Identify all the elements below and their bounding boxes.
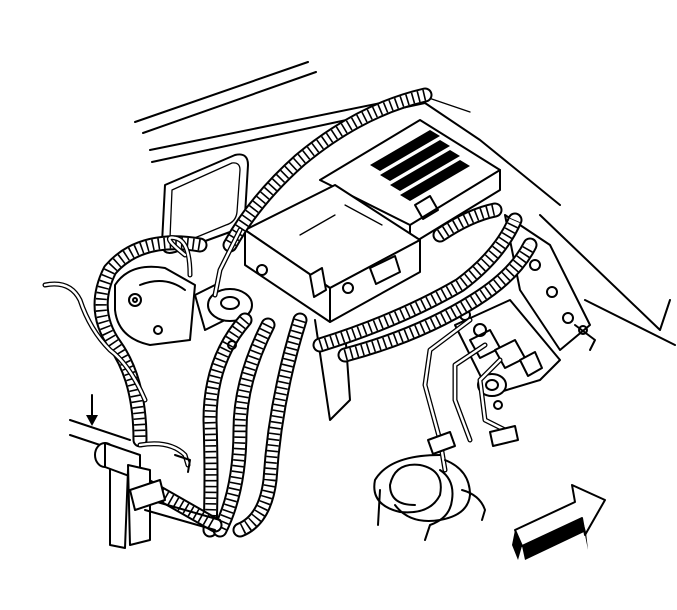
fasteners: [227, 264, 519, 447]
lower-bracket: [69, 419, 221, 549]
relay-box: [244, 184, 421, 421]
ring-terminal: [207, 288, 253, 322]
direction-arrow-icon: [512, 484, 606, 560]
locator-arrow-icon: [86, 394, 98, 426]
connector-cluster: [454, 299, 561, 397]
thin-wires: [42, 227, 518, 473]
body-panel-lines: [134, 61, 676, 346]
vent-grille: [319, 119, 501, 246]
coiled-wires: [373, 431, 486, 541]
harness-bundles: [93, 87, 538, 538]
